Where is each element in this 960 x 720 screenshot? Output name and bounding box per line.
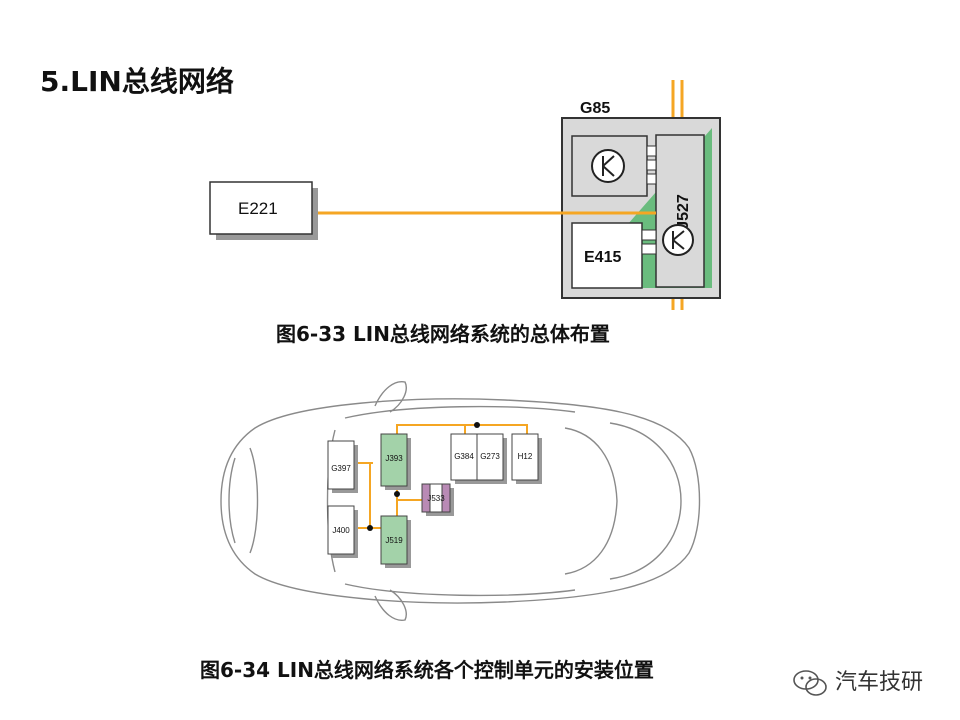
watermark-text: 汽车技研	[835, 670, 924, 695]
g85-label: G85	[580, 100, 610, 117]
g384-label: G384	[454, 452, 474, 461]
j533-label: J533	[427, 494, 445, 503]
module-j400: J400	[327, 505, 358, 558]
wechat-icon	[793, 670, 827, 696]
j393-label: J393	[385, 454, 403, 463]
figure-caption-6-34: 图6-34 LIN总线网络系统各个控制单元的安装位置	[200, 658, 654, 682]
j519-label: J519	[385, 536, 403, 545]
lin-layout-diagram: G85 E415 J527 E221	[209, 80, 721, 310]
j527-module: J527	[641, 134, 705, 288]
g397-label: G397	[331, 464, 351, 473]
j527-label: J527	[675, 194, 692, 230]
module-j533: J533	[421, 483, 454, 516]
e415-box: E415	[571, 222, 643, 289]
e221-box: E221	[209, 181, 318, 240]
section-title: 5.LIN总线网络	[40, 65, 234, 98]
module-g273: G273	[476, 433, 507, 484]
h12-label: H12	[518, 452, 533, 461]
car-layout-diagram: G397 J393 G384 G273 H12 J533 J400 J519	[220, 381, 701, 621]
module-g397: G397	[327, 440, 358, 493]
watermark: 汽车技研	[792, 664, 923, 697]
junction-dots	[367, 422, 480, 531]
g273-label: G273	[480, 452, 500, 461]
e221-label: E221	[238, 199, 278, 218]
figure-caption-6-33: 图6-33 LIN总线网络系统的总体布置	[276, 322, 610, 346]
module-j393: J393	[380, 433, 411, 490]
module-j519: J519	[380, 515, 411, 568]
module-h12: H12	[511, 433, 542, 484]
car-outline	[220, 381, 701, 621]
e415-label: E415	[584, 249, 621, 266]
sensor-box	[571, 135, 648, 197]
j400-label: J400	[332, 526, 350, 535]
